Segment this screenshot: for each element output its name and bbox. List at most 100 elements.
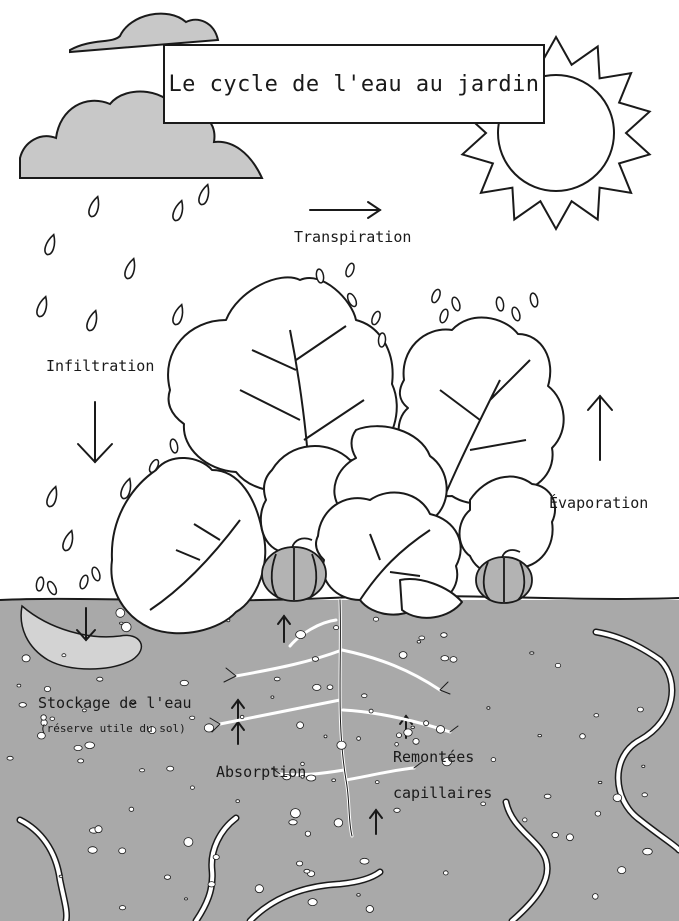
pebble-icon [444, 871, 449, 875]
pebble-icon [306, 775, 315, 781]
pebble-icon [119, 906, 125, 910]
splash-drop-icon [511, 306, 522, 321]
pebble-icon [411, 726, 415, 728]
pebble-icon [167, 766, 174, 771]
pebble-icon [417, 641, 421, 644]
pebble-icon [487, 707, 490, 710]
pebble-icon [613, 794, 622, 802]
pebble-icon [441, 656, 449, 661]
pebble-icon [255, 885, 263, 893]
pebble-icon [327, 685, 333, 690]
pebble-icon [580, 734, 586, 739]
pebble-icon [404, 729, 412, 736]
pebble-icon [413, 739, 419, 745]
pebble-icon [419, 636, 425, 640]
splash-drop-icon [91, 566, 102, 581]
pebble-icon [180, 680, 188, 685]
pebble-icon [643, 848, 653, 855]
page-title: Le cycle de l'eau au jardin [168, 72, 539, 97]
pebble-icon [334, 626, 339, 630]
pebble-icon [566, 834, 573, 841]
pebble-icon [41, 715, 46, 720]
pebble-icon [334, 819, 343, 827]
pebble-icon [337, 741, 346, 749]
pebble-icon [397, 733, 402, 738]
pebble-icon [17, 684, 21, 687]
pebble-icon [395, 743, 399, 747]
pebble-icon [332, 779, 336, 782]
pebble-icon [164, 875, 170, 879]
pebble-icon [373, 617, 378, 621]
raindrop-icon [197, 183, 211, 206]
pebble-icon [594, 714, 599, 717]
infiltration-arrow-icon [78, 402, 112, 462]
splash-drop-icon [35, 576, 44, 591]
pebble-icon [271, 696, 274, 698]
label-infiltration: Infiltration [46, 357, 154, 375]
pebble-icon [424, 721, 429, 726]
pebble-icon [7, 756, 13, 760]
pebble-icon [59, 875, 63, 877]
pebble-icon [595, 811, 601, 816]
pebble-icon [552, 832, 559, 837]
pebble-icon [184, 838, 193, 847]
pebble-icon [441, 633, 447, 638]
splash-drop-icon [439, 308, 450, 323]
pebble-icon [324, 735, 327, 738]
pebble-icon [530, 652, 534, 654]
pebble-icon [304, 869, 310, 873]
evaporation-arrow-icon [588, 396, 612, 460]
pebble-icon [236, 800, 240, 803]
pebble-icon [291, 809, 301, 818]
pebble-icon [394, 808, 400, 812]
pebble-icon [62, 654, 66, 657]
splash-drop-icon [529, 292, 539, 307]
pebble-icon [360, 858, 369, 864]
pebble-icon [357, 737, 361, 741]
pebble-icon [312, 657, 318, 662]
raindrop-icon [171, 199, 185, 222]
label-evaporation: Évaporation [549, 494, 648, 512]
pebble-icon [85, 742, 95, 749]
pebble-icon [642, 765, 645, 767]
pebble-icon [491, 758, 496, 762]
label-reserve: (réserve utile du sol) [40, 722, 186, 735]
pebble-icon [240, 715, 244, 718]
pebble-icon [116, 609, 125, 618]
raindrop-icon [123, 257, 137, 280]
pebble-icon [544, 794, 551, 798]
pebble-icon [523, 818, 527, 822]
pebble-icon [362, 694, 367, 698]
splash-drop-icon [378, 333, 386, 347]
pebble-icon [598, 781, 602, 783]
raindrop-icon [171, 303, 185, 326]
pebble-icon [296, 631, 306, 639]
raindrop-icon [61, 529, 75, 552]
pebble-icon [120, 622, 124, 624]
pebble-icon [297, 722, 304, 729]
label-capillaires: capillaires [393, 784, 492, 802]
label-remontees: Remontées [393, 748, 474, 766]
raindrop-icon [35, 295, 49, 318]
pebble-icon [204, 724, 213, 732]
pebble-icon [50, 717, 55, 720]
pebble-icon [555, 663, 560, 667]
raindrop-icon [45, 485, 59, 508]
pebble-icon [436, 726, 444, 734]
pebble-icon [297, 861, 303, 866]
pebble-icon [208, 882, 215, 887]
splash-drop-icon [169, 438, 179, 453]
pebble-icon [190, 786, 194, 789]
pebble-icon [618, 867, 626, 874]
title-box: Le cycle de l'eau au jardin [163, 44, 545, 124]
pebble-icon [44, 686, 50, 691]
pebble-icon [185, 898, 188, 900]
pebble-icon [289, 820, 297, 825]
pebble-icon [399, 652, 407, 659]
pebble-icon [538, 734, 542, 736]
raindrop-icon [43, 233, 57, 256]
pebble-icon [375, 781, 379, 784]
pebble-icon [637, 707, 643, 712]
